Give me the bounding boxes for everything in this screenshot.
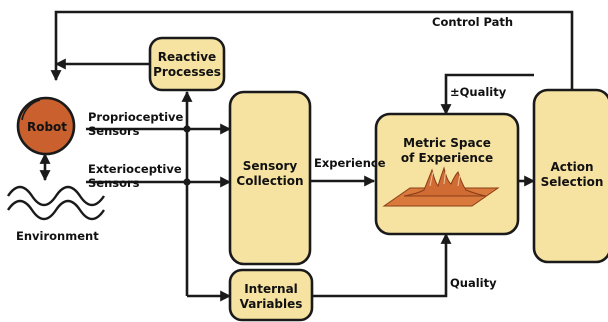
internal-variables-label-2: Variables xyxy=(240,297,303,311)
metric-space-label-1: Metric Space xyxy=(403,136,491,150)
sensory-collection-label-1: Sensory xyxy=(243,159,298,173)
metric-space-box[interactable]: Metric Space of Experience xyxy=(374,112,520,236)
reactive-processes-box[interactable]: Reactive Processes xyxy=(148,36,226,92)
action-selection-label-1: Action xyxy=(550,160,593,174)
internal-to-metric-arrow xyxy=(312,232,452,298)
control-path-label: Control Path xyxy=(432,15,513,29)
experience-landscape-illustration xyxy=(382,166,500,207)
proprioceptive-junction-dot xyxy=(183,125,191,133)
metric-space-label-2: of Experience xyxy=(401,151,493,165)
quality-feedback-line xyxy=(440,73,534,116)
environment-waves-icon xyxy=(7,185,105,221)
exterioceptive-label-2: Sensors xyxy=(88,176,140,190)
action-selection-box[interactable]: Action Selection xyxy=(532,88,608,264)
reactive-processes-label-2: Processes xyxy=(153,65,221,79)
reactive-processes-label-1: Reactive xyxy=(158,50,216,64)
proprioceptive-label-1: Proprioceptive xyxy=(88,110,184,124)
action-selection-label-2: Selection xyxy=(541,175,604,189)
plus-minus-quality-label: ±Quality xyxy=(450,85,507,99)
exterioceptive-junction-dot xyxy=(183,178,191,186)
control-path-line xyxy=(50,10,574,90)
internal-variables-box[interactable]: Internal Variables xyxy=(228,268,314,322)
quality-label: Quality xyxy=(450,276,497,290)
environment-label: Environment xyxy=(16,229,99,243)
proprioceptive-label-2: Sensors xyxy=(88,124,140,138)
experience-label: Experience xyxy=(314,156,386,170)
internal-variables-label-1: Internal xyxy=(244,282,298,296)
robot-node[interactable]: Robot xyxy=(16,96,76,156)
sensory-collection-box[interactable]: Sensory Collection xyxy=(228,90,312,266)
robot-label: Robot xyxy=(27,120,67,134)
exterioceptive-label-1: Exterioceptive xyxy=(88,162,182,176)
sensory-collection-label-2: Collection xyxy=(236,174,303,188)
robot-rotation-mark xyxy=(21,99,41,121)
